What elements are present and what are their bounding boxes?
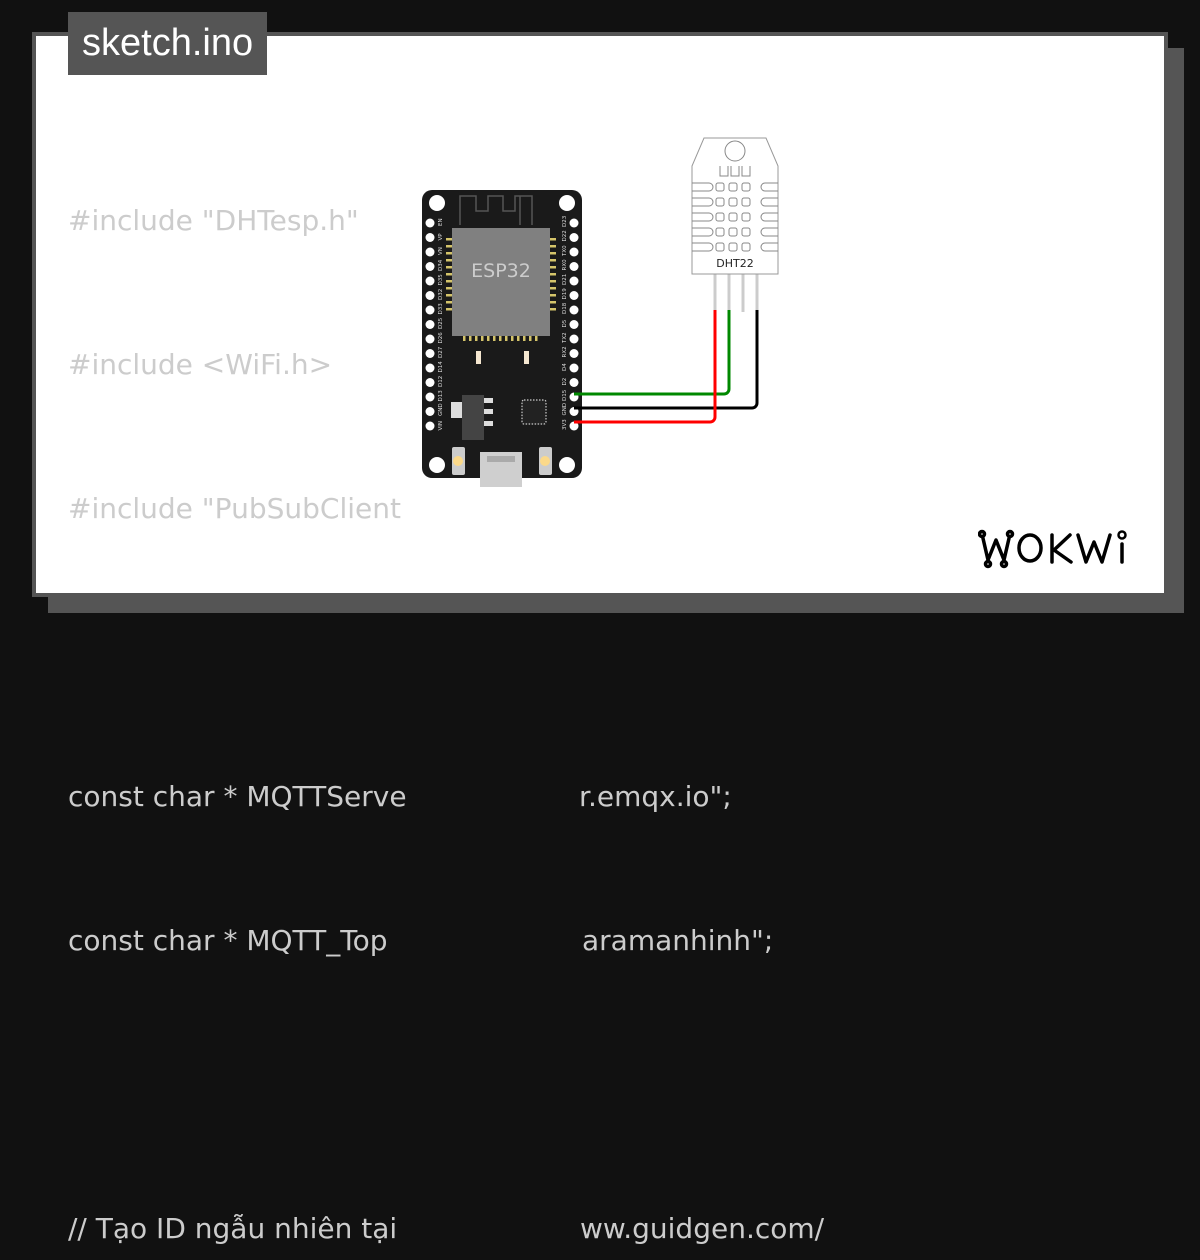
svg-text:D21: D21 bbox=[562, 274, 568, 285]
svg-text:D26: D26 bbox=[438, 332, 444, 344]
led bbox=[524, 351, 529, 364]
svg-text:GND: GND bbox=[562, 403, 568, 416]
svg-text:D34: D34 bbox=[438, 259, 444, 271]
esp32-board[interactable]: ESP32 bbox=[422, 190, 582, 487]
led bbox=[476, 351, 481, 364]
svg-text:D19: D19 bbox=[562, 288, 568, 300]
esp32-chip bbox=[452, 228, 550, 336]
svg-text:D18: D18 bbox=[562, 302, 568, 314]
wire-black-gnd[interactable] bbox=[574, 310, 759, 410]
svg-text:3V3: 3V3 bbox=[562, 419, 568, 430]
svg-text:VN: VN bbox=[438, 247, 444, 255]
en-button[interactable] bbox=[452, 447, 465, 475]
voltage-regulator bbox=[462, 395, 484, 440]
svg-text:D22: D22 bbox=[562, 230, 568, 241]
svg-text:D27: D27 bbox=[438, 346, 444, 358]
code-line: #include "DHTesp.h" bbox=[68, 204, 359, 237]
dht22-label: DHT22 bbox=[716, 257, 753, 270]
svg-text:D13: D13 bbox=[438, 390, 444, 402]
usb-uart-chip bbox=[521, 399, 547, 425]
code-line bbox=[68, 1061, 86, 1109]
dht22-sensor[interactable]: DHT22 bbox=[691, 137, 779, 312]
svg-text:D5: D5 bbox=[562, 319, 568, 327]
svg-text:D35: D35 bbox=[438, 274, 444, 286]
svg-text:VP: VP bbox=[438, 233, 444, 241]
svg-text:EN: EN bbox=[438, 218, 444, 226]
svg-text:TX2: TX2 bbox=[562, 332, 568, 344]
wire-red-3v3[interactable] bbox=[574, 310, 717, 424]
svg-text:D12: D12 bbox=[438, 376, 444, 387]
wire-green-d15[interactable] bbox=[574, 310, 731, 396]
svg-text:D2: D2 bbox=[562, 378, 568, 386]
svg-text:VIN: VIN bbox=[438, 421, 444, 431]
wokwi-logo bbox=[978, 529, 1127, 569]
svg-text:GND: GND bbox=[438, 403, 444, 416]
sketch-filename-tab: sketch.ino bbox=[68, 12, 268, 75]
svg-text:D23: D23 bbox=[562, 215, 568, 227]
esp32-label: ESP32 bbox=[471, 260, 531, 282]
preview-card bbox=[32, 32, 1168, 597]
svg-text:D15: D15 bbox=[562, 389, 568, 401]
svg-text:RX0: RX0 bbox=[562, 259, 568, 271]
circuit-diagram: ESP32 EN VP VN D34 D35 D32 D33 D25 D26 D… bbox=[422, 137, 779, 487]
esp32-left-pins[interactable] bbox=[425, 218, 435, 431]
svg-text:D25: D25 bbox=[438, 317, 444, 329]
svg-text:D32: D32 bbox=[438, 289, 444, 300]
esp32-right-pins[interactable] bbox=[569, 218, 579, 431]
code-line: #include "PubSubClient bbox=[68, 492, 401, 525]
boot-button[interactable] bbox=[539, 447, 552, 475]
svg-text:RX2: RX2 bbox=[562, 346, 568, 357]
dht22-pins bbox=[713, 274, 759, 312]
antenna-trace bbox=[459, 195, 533, 225]
code-line: #include <WiFi.h> bbox=[68, 348, 333, 381]
svg-text:TX0: TX0 bbox=[562, 245, 568, 257]
svg-text:D4: D4 bbox=[562, 363, 568, 371]
chip-pads bbox=[446, 238, 556, 341]
esp32-pin-labels: EN VP VN D34 D35 D32 D33 D25 D26 D27 D14… bbox=[438, 215, 568, 430]
dht22-grille bbox=[692, 182, 778, 252]
svg-text:D33: D33 bbox=[438, 303, 444, 315]
code-line bbox=[68, 629, 86, 677]
code-preview: #include "DHTesp.h" #include <WiFi.h> #i… bbox=[68, 101, 825, 1260]
svg-text:D14: D14 bbox=[438, 361, 444, 373]
